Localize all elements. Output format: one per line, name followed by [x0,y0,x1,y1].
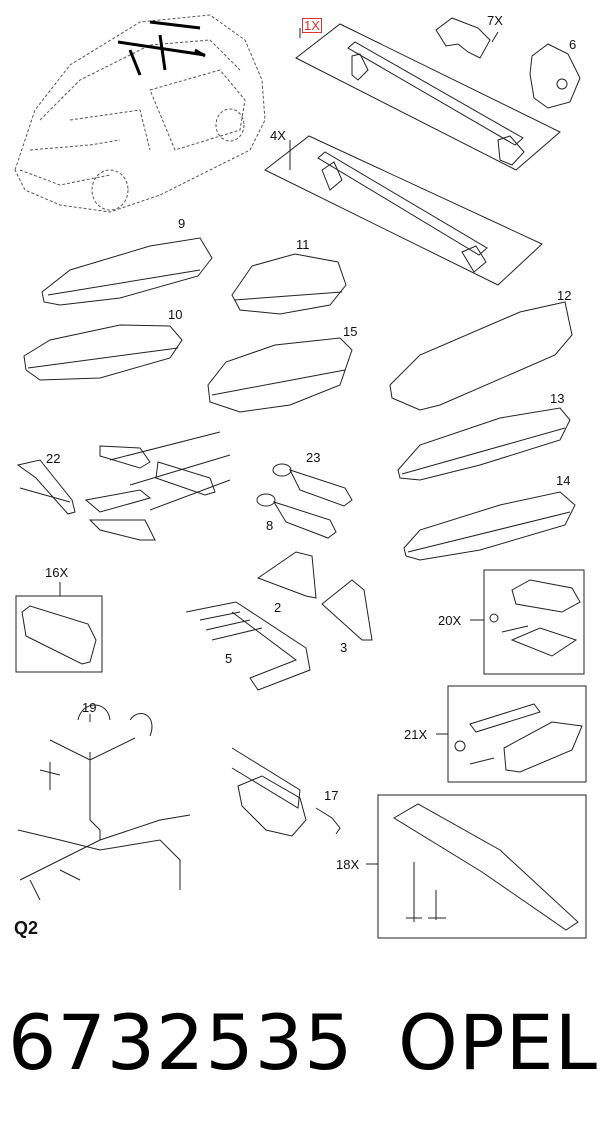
pad-2 [256,551,317,599]
roof-box-14 [403,491,576,561]
label-part-14: 14 [556,473,571,488]
label-part-8: 8 [266,518,274,533]
car-illustration [14,14,266,213]
label-part-19: 19 [82,700,97,715]
roof-box-13 [397,407,571,481]
ski-carrier-22 [16,431,231,541]
roof-box-11 [231,253,347,315]
roof-box-10 [23,324,183,381]
leader-lines [59,28,499,865]
car-roof-bars [117,20,206,76]
lock-23 [272,463,353,507]
roof-bar-1x [347,41,525,166]
adapter-17 [231,747,341,837]
frame-16x [15,595,103,673]
label-part-10: 10 [168,307,183,322]
label-part-16x: 16X [45,565,69,580]
label-part-4x: 4X [270,128,286,143]
label-part-7x: 7X [487,13,503,28]
label-part-2: 2 [274,600,282,615]
label-part-22: 22 [46,451,61,466]
section-code: Q2 [14,918,39,938]
label-part-11: 11 [296,237,310,252]
label-part-18x: 18X [336,857,360,872]
label-part-6: 6 [569,37,577,52]
brand-name: OPEL [398,998,599,1087]
label-part-13: 13 [550,391,565,406]
pad-3 [321,579,373,641]
roof-box-9 [41,237,213,306]
label-part-15: 15 [343,324,358,339]
bike-carrier-19 [17,704,191,901]
label-part-1x: 1X [302,18,322,33]
frame-roof-bar-1x [295,23,561,171]
label-part-3: 3 [340,640,348,655]
label-part-23: 23 [306,450,321,465]
frame-roof-bar-4x [264,135,543,286]
part-number: 6732535 [8,998,354,1087]
ski-holder-5 [185,601,311,691]
roof-box-12 [389,301,573,411]
clip-7x [435,17,491,59]
label-part-20x: 20X [438,613,462,628]
frame-21x [447,685,587,783]
roof-box-15 [207,337,353,413]
lock-8 [256,493,337,539]
label-part-17: 17 [324,788,339,803]
cover-6 [529,43,581,109]
label-part-9: 9 [178,216,186,231]
roof-bar-4x [317,151,488,273]
frame-18x [377,794,587,939]
frame-20x [483,569,585,675]
label-part-5: 5 [225,651,233,666]
label-part-12: 12 [557,288,572,303]
label-part-21x: 21X [404,727,428,742]
